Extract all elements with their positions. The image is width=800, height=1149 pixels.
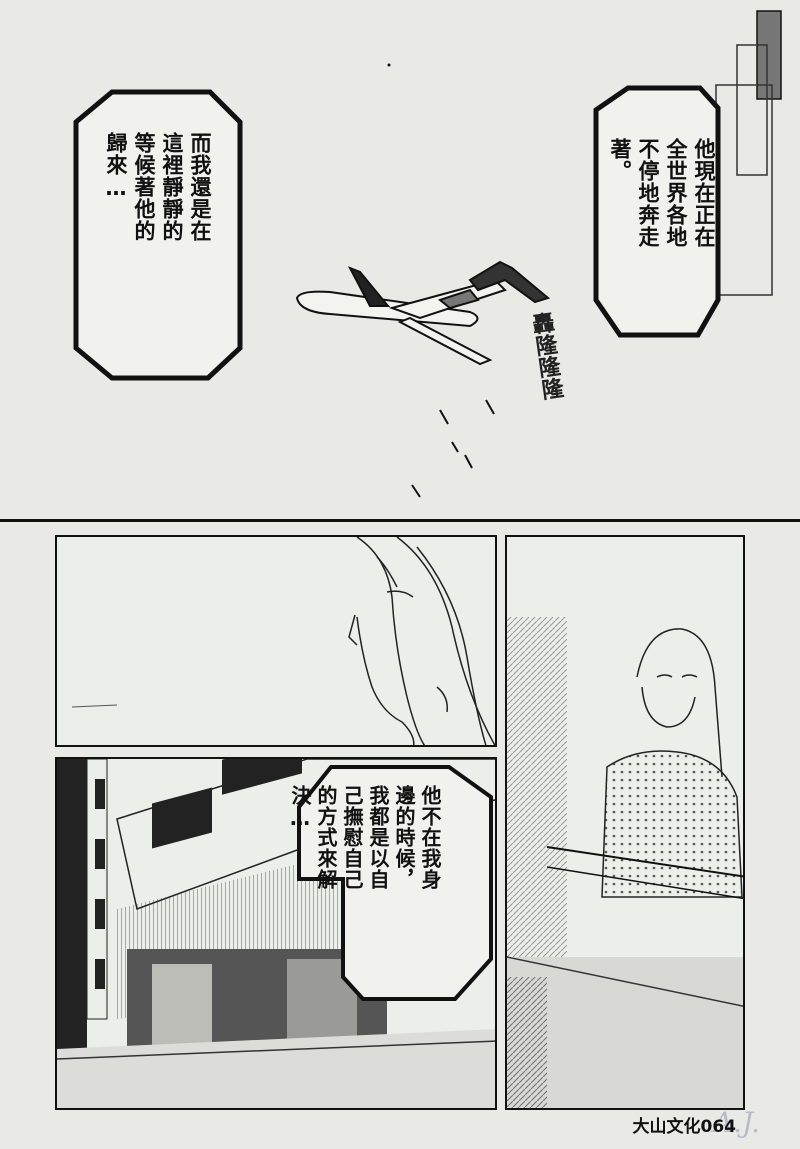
text-column: 不停地奔走 [636, 138, 660, 248]
balloon-right-text: 他現在正在 全世界各地 不停地奔走 著。 [606, 138, 718, 248]
top-half-art [73, 10, 782, 498]
text-column: 的方式來解 [314, 785, 338, 890]
text-column: 這裡靜靜的 [160, 132, 184, 242]
speech-balloon-center [297, 765, 493, 1001]
sketch-line [71, 704, 118, 708]
tone-strip [756, 10, 782, 100]
text-column: 著。 [608, 138, 632, 182]
speech-balloon-right [593, 85, 721, 338]
panel-girl-railing [505, 535, 745, 1110]
text-column: 己撫慰自己 [340, 785, 364, 890]
airplane-icon [295, 260, 551, 366]
page-number: 大山文化064 [632, 1117, 737, 1137]
tone-strip [736, 44, 768, 176]
balloon-left-text: 而我還是在 這裡靜靜的 等候著他的 歸來… [102, 132, 214, 242]
text-column: 等候著他的 [132, 132, 156, 242]
text-column: 全世界各地 [664, 138, 688, 248]
text-column: 決… [288, 785, 312, 831]
text-column: 邊的時候， [392, 785, 416, 890]
watermark: A.J. [712, 1106, 760, 1139]
text-column: 歸來… [104, 132, 128, 201]
panel-building [55, 757, 497, 1110]
girl-railing-art [507, 617, 743, 1108]
tone-strip [715, 84, 773, 296]
text-column: 我都是以自 [366, 785, 390, 890]
panel-girl-profile [55, 535, 497, 747]
girl-profile-art [71, 537, 495, 745]
text-column: 而我還是在 [188, 132, 212, 242]
page-divider [0, 519, 800, 522]
text-column: 他現在正在 [692, 138, 716, 248]
text-column: 他不在我身 [418, 785, 442, 890]
balloon-center-text: 他不在我身 邊的時候， 我都是以自 己撫慰自己 的方式來解 決… [287, 785, 443, 890]
speech-balloon-left [73, 89, 243, 381]
speed-lines [411, 399, 495, 498]
ink-dot [387, 63, 391, 67]
